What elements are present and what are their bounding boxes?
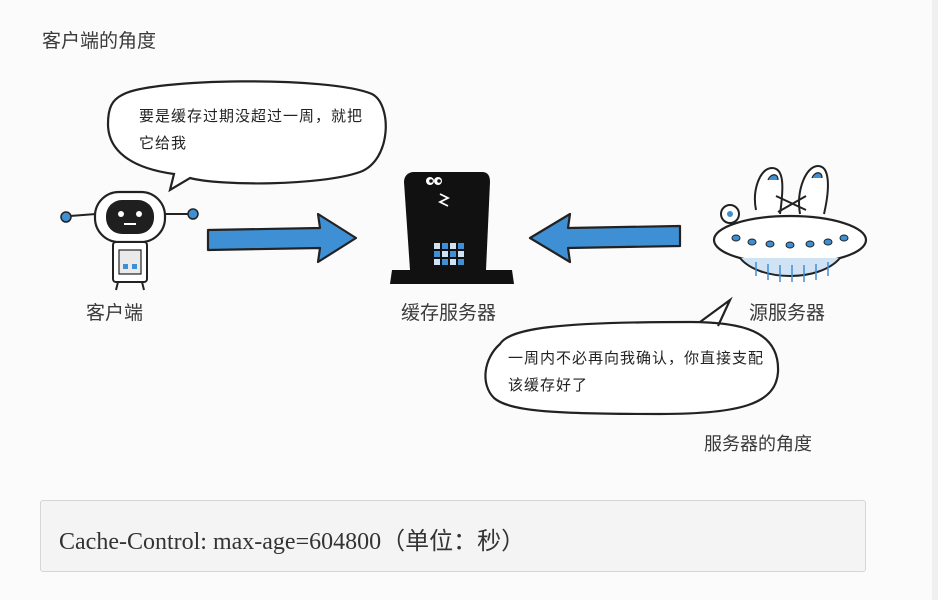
top-hat-cache-icon (390, 172, 514, 284)
scrollbar-track[interactable] (932, 0, 938, 600)
client-label: 客户端 (86, 302, 144, 324)
origin-server-label: 源服务器 (749, 302, 826, 324)
cache-control-header: Cache-Control: max-age=604800（单位：秒） (59, 529, 526, 555)
cache-server-label: 缓存服务器 (401, 302, 497, 324)
ufo-origin-server-icon (712, 164, 868, 282)
client-speech-bubble (106, 80, 387, 193)
code-block: Cache-Control: max-age=604800（单位：秒） (40, 500, 866, 572)
server-perspective-heading: 服务器的角度 (704, 434, 812, 455)
robot-client-icon (60, 190, 199, 291)
arrow-left-icon (528, 212, 682, 264)
client-speech-text: 要是缓存过期没超过一周，就把它给我 (139, 107, 364, 152)
arrow-right-icon (206, 212, 358, 264)
client-perspective-heading: 客户端的角度 (42, 30, 157, 52)
server-speech-bubble (484, 296, 780, 416)
server-speech-text: 一周内不必再向我确认，你直接支配该缓存好了 (508, 349, 765, 394)
